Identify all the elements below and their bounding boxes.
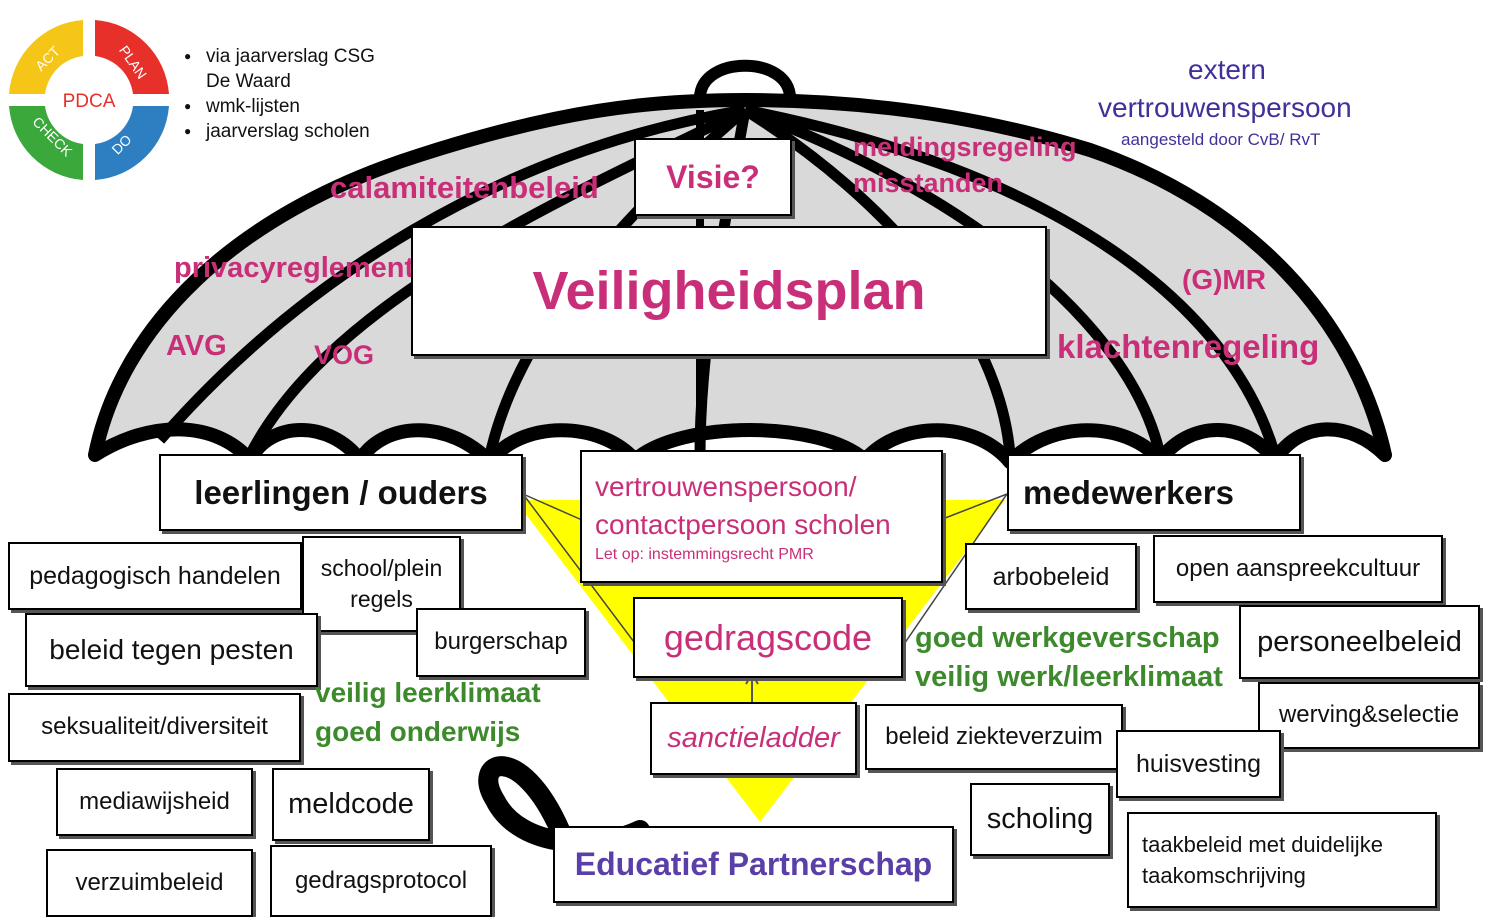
arbobeleid-box: arbobeleid: [965, 543, 1137, 610]
huisvesting-label: huisvesting: [1135, 750, 1262, 778]
seksualiteit-diversiteit-label: seksualiteit/diversiteit: [41, 713, 268, 741]
beleid-tegen-pesten-label: beleid tegen pesten: [49, 634, 294, 666]
medewerkers-box: medewerkers: [1007, 454, 1301, 531]
scholing-box: scholing: [970, 783, 1110, 856]
meldingsregeling-label: meldingsregeling: [853, 132, 1077, 162]
vertrouwenspersoon-box: vertrouwenspersoon/ contactpersoon schol…: [580, 450, 943, 583]
pdca-check-segment: [9, 106, 83, 180]
veiligheidsplan-box: Veiligheidsplan: [411, 226, 1047, 356]
seksualiteit-diversiteit-box: seksualiteit/diversiteit: [8, 693, 301, 762]
veilig-werk-leerklimaat-label: veilig werk/leerklimaat: [915, 661, 1223, 693]
open-aanspreekcultuur-box: open aanspreekcultuur: [1153, 535, 1443, 603]
privacyreglement-label: privacyreglement: [174, 252, 415, 284]
beleid-ziekteverzuim-box: beleid ziekteverzuim: [865, 704, 1123, 770]
vertrouwenspersoon-line1: vertrouwenspersoon/: [595, 471, 857, 502]
leerlingen-ouders-box: leerlingen / ouders: [159, 454, 523, 531]
instemmingsrecht-note: Let op: instemmingsrecht PMR: [595, 546, 814, 563]
goed-werkgeverschap-label: goed werkgeverschap: [915, 622, 1220, 654]
beleid-tegen-pesten-box: beleid tegen pesten: [25, 613, 318, 687]
page-title: Veiligheidsplan: [532, 260, 926, 321]
scholing-label: scholing: [986, 803, 1094, 836]
umbrella-top-loop: [694, 59, 796, 99]
pedagogisch-handelen-label: pedagogisch handelen: [29, 562, 281, 590]
extern-label: extern: [1188, 54, 1266, 85]
burgerschap-box: burgerschap: [416, 608, 586, 677]
werving-selectie-box: werving&selectie: [1258, 682, 1480, 749]
educatief-partnerschap-box: Educatief Partnerschap: [553, 826, 954, 903]
visie-label: Visie?: [666, 158, 760, 195]
source-item-de-waard: De Waard: [206, 71, 291, 92]
arbobeleid-label: arbobeleid: [992, 562, 1110, 591]
gmr-label: (G)MR: [1182, 264, 1266, 295]
leerlingen-ouders-label: leerlingen / ouders: [194, 473, 488, 511]
source-item-wmk: wmk-lijsten: [184, 94, 375, 119]
taakbeleid-line2: taakomschrijving: [1142, 863, 1306, 888]
gedragsprotocol-box: gedragsprotocol: [270, 845, 492, 917]
burgerschap-label: burgerschap: [434, 628, 568, 656]
misstanden-label: misstanden: [853, 168, 1004, 198]
pedagogisch-handelen-box: pedagogisch handelen: [8, 542, 302, 610]
pdca-center-label: PDCA: [63, 91, 116, 112]
klachtenregeling-label: klachtenregeling: [1057, 328, 1320, 365]
medewerkers-label: medewerkers: [1023, 473, 1234, 511]
gedragscode-box: gedragscode: [633, 597, 903, 678]
taakbeleid-line1: taakbeleid met duidelijke: [1142, 832, 1383, 857]
goed-onderwijs-label: goed onderwijs: [315, 716, 521, 747]
sanctieladder-label: sanctieladder: [667, 722, 840, 755]
source-item-jaarverslag-csg: via jaarverslag CSG: [184, 44, 375, 69]
beleid-ziekteverzuim-label: beleid ziekteverzuim: [885, 722, 1103, 750]
personeelbeleid-box: personeelbeleid: [1239, 605, 1480, 679]
extern-aangesteld: aangesteld door CvB/ RvT: [1121, 130, 1321, 149]
werving-selectie-label: werving&selectie: [1278, 701, 1460, 729]
avg-label: AVG: [166, 330, 227, 362]
mediawijsheid-box: mediawijsheid: [56, 768, 253, 836]
open-aanspreekcultuur-label: open aanspreekcultuur: [1175, 554, 1421, 582]
pdca-act-segment: [9, 20, 83, 94]
calamiteitenbeleid-label: calamiteitenbeleid: [330, 170, 599, 205]
sanctieladder-box: sanctieladder: [650, 702, 857, 775]
schoolplein-label-line2: regels: [350, 586, 413, 612]
extern-vertrouwenspersoon: vertrouwenspersoon: [1098, 92, 1352, 123]
visie-box: Visie?: [634, 138, 792, 216]
meldcode-box: meldcode: [272, 768, 430, 841]
schoolplein-label-line1: school/plein: [320, 555, 443, 581]
gedragscode-label: gedragscode: [663, 616, 873, 658]
source-item-jaarverslag-scholen: jaarverslag scholen: [184, 119, 375, 144]
gedragsprotocol-label: gedragsprotocol: [294, 866, 468, 894]
vertrouwenspersoon-line2: contactpersoon scholen: [595, 509, 891, 540]
personeelbeleid-label: personeelbeleid: [1257, 625, 1462, 658]
mediawijsheid-label: mediawijsheid: [79, 787, 230, 815]
huisvesting-box: huisvesting: [1116, 730, 1281, 798]
pdca-cycle: PDCA ACT PLAN DO CHECK: [9, 20, 169, 180]
verzuimbeleid-box: verzuimbeleid: [46, 849, 253, 917]
pdca-do-segment: [95, 106, 169, 180]
verzuimbeleid-label: verzuimbeleid: [75, 868, 224, 896]
veilig-leerklimaat-label: veilig leerklimaat: [315, 677, 541, 708]
meldcode-label: meldcode: [288, 788, 414, 821]
source-list: via jaarverslag CSG De Waard wmk-lijsten…: [184, 44, 375, 144]
educatief-partnerschap-label: Educatief Partnerschap: [574, 846, 933, 883]
pdca-plan-segment: [95, 20, 169, 94]
vog-label: VOG: [314, 340, 375, 370]
taakbeleid-box: taakbeleid met duidelijke taakomschrijvi…: [1127, 812, 1437, 908]
